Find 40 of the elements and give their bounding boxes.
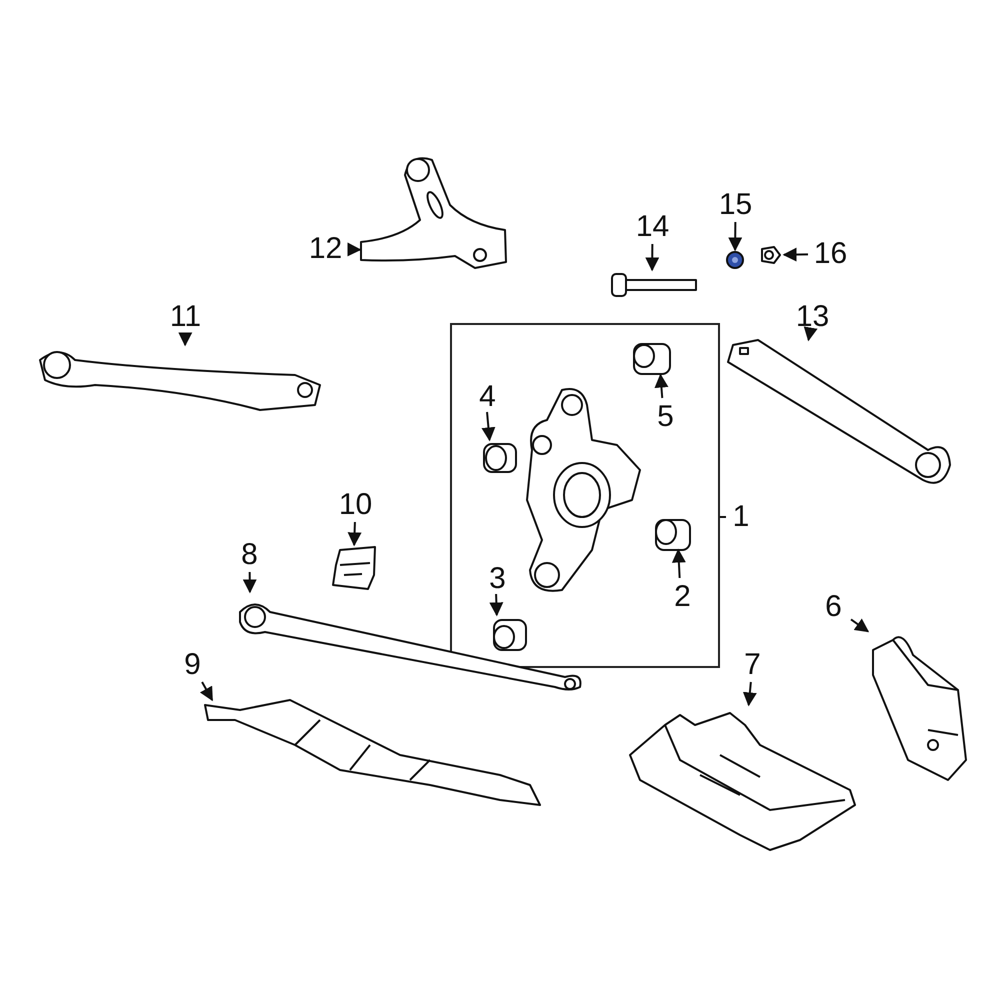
leader-line (489, 594, 504, 616)
callout-number: 6 (816, 590, 851, 624)
leader-line (728, 222, 742, 252)
leader-line (804, 326, 818, 342)
leader-line (481, 412, 496, 442)
leader-line (720, 516, 726, 518)
leader-line (200, 682, 214, 702)
callout-number: 5 (648, 400, 683, 434)
callout-number: 16 (808, 237, 853, 271)
callout-number: 12 (303, 232, 348, 266)
bushing-drawing (652, 517, 694, 552)
leader-line (347, 242, 362, 256)
callout-number: 8 (232, 538, 267, 572)
leader-line (348, 522, 362, 546)
nut-drawing (758, 243, 784, 267)
callout-number: 1 (726, 500, 756, 534)
bushing-drawing (490, 617, 530, 652)
leader-line (178, 332, 192, 346)
leader-line (782, 248, 808, 262)
callout-number: 9 (175, 648, 210, 682)
callout-number: 15 (713, 188, 758, 222)
leader-line (850, 618, 870, 632)
group-frame (450, 323, 720, 668)
callout-number: 3 (480, 562, 515, 596)
bushing-drawing (480, 442, 520, 474)
callout-number: 11 (163, 300, 208, 334)
leader-line (672, 548, 686, 578)
bracket-drawing (330, 545, 378, 590)
bolt-drawing (610, 270, 700, 300)
leader-line (242, 572, 257, 594)
callout-number: 2 (665, 580, 700, 614)
leader-line (654, 374, 668, 398)
callout-number: 13 (790, 300, 835, 334)
washer-drawing (725, 250, 745, 270)
leader-line (645, 244, 660, 272)
callout-number: 7 (735, 648, 770, 682)
leader-line (742, 682, 757, 706)
callout-number: 4 (470, 380, 505, 414)
callout-number: 14 (630, 210, 675, 244)
callout-number: 10 (333, 488, 378, 522)
